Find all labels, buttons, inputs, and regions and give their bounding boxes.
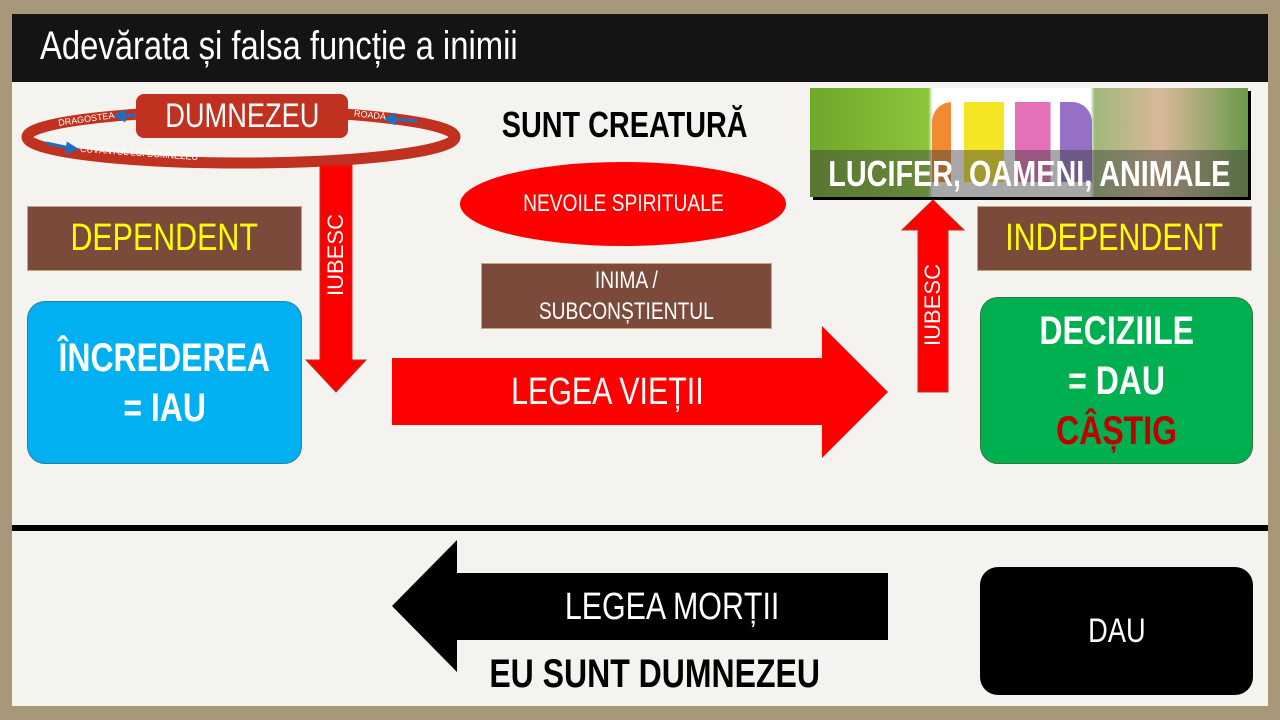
needs-label: NEVOILE SPIRITUALE <box>522 190 724 217</box>
heading-i-am-god: EU SUNT DUMNEZEU <box>489 651 821 696</box>
gain-label: CÂȘTIG <box>1056 408 1177 453</box>
independent-box: INDEPENDENT <box>977 206 1252 271</box>
heart-box: INIMA / SUBCONȘTIENTUL <box>481 263 772 329</box>
god-label: DUMNEZEU <box>164 96 320 135</box>
give-box: DAU <box>980 567 1253 695</box>
law-life-label: LEGEA VIEȚII <box>510 370 704 413</box>
god-box: DUMNEZEU <box>136 94 348 138</box>
arrow-law-life <box>392 326 888 458</box>
needs-ellipse <box>460 162 786 246</box>
decisions-box: DECIZIILE = DAU CÂȘTIG <box>980 297 1253 464</box>
creatures-image: LUCIFER, OAMENI, ANIMALE <box>810 88 1248 197</box>
love-up-label: IUBESC <box>920 264 945 346</box>
arrow-down-love <box>304 164 368 393</box>
law-death-label: LEGEA MORȚII <box>565 585 780 628</box>
image-caption: LUCIFER, OAMENI, ANIMALE <box>810 150 1248 197</box>
trust-line2: = IAU <box>123 385 206 430</box>
slide-title: Adevărata și falsa funcție a inimii <box>40 24 518 68</box>
heart-line2: SUBCONȘTIENTUL <box>539 298 714 325</box>
cycle-arrow-icons <box>45 109 419 155</box>
people-figures <box>932 102 1092 182</box>
dependent-box: DEPENDENT <box>27 206 302 271</box>
arrow-up-love <box>900 199 966 393</box>
decisions-line1: DECIZIILE <box>1039 308 1194 353</box>
decisions-line2: = DAU <box>1068 358 1165 403</box>
divider-line <box>12 525 1268 531</box>
heart-line1: INIMA / <box>595 267 658 294</box>
title-bar: Adevărata și falsa funcție a inimii <box>12 14 1268 82</box>
arrow-law-death <box>392 540 888 672</box>
trust-line1: ÎNCREDEREA <box>58 335 271 380</box>
trust-box: ÎNCREDEREA = IAU <box>27 301 302 464</box>
heading-creature: SUNT CREATURĂ <box>502 104 748 145</box>
love-down-label: IUBESC <box>323 214 348 296</box>
